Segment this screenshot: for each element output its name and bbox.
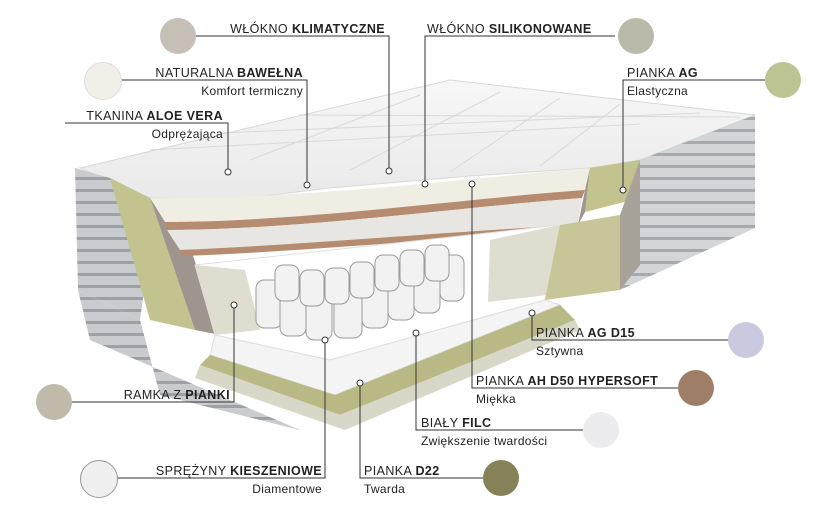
swatch-felt (583, 412, 619, 448)
pocket-springs (255, 244, 465, 341)
frame-foam-left (195, 265, 260, 335)
swatch-fibre-silicone (618, 18, 654, 54)
swatch-springs (80, 460, 118, 498)
mattress-right-side (620, 115, 755, 290)
label-foam-ag-sub: Elastyczna (627, 84, 689, 98)
swatch-fibre-climate (160, 18, 196, 54)
swatch-cotton (84, 62, 122, 100)
label-foam-ag-d15: PIANKA AG D15 (536, 326, 635, 340)
label-foam-d22: PIANKA D22 (364, 464, 440, 478)
label-foam-d22-sub: Twarda (364, 482, 406, 496)
mattress-left-side (75, 168, 150, 320)
swatch-foam-ag (765, 62, 801, 98)
swatch-frame (36, 384, 72, 420)
label-foam-ag-d15-sub: Sztywna (536, 344, 584, 358)
label-cotton-sub: Komfort termiczny (201, 84, 303, 98)
label-cotton: NATURALNA BAWEŁNA (155, 66, 303, 80)
upper-white-layer (150, 168, 590, 222)
label-felt: BIAŁY FILC (421, 416, 492, 430)
label-foam-ag: PIANKA AG (627, 66, 698, 80)
base-foam (200, 305, 575, 415)
label-aloe: TKANINA ALOE VERA (86, 109, 223, 123)
quilting-lines (149, 91, 741, 173)
label-frame: RAMKA Z PIANKI (123, 388, 230, 402)
label-felt-sub: Zwiększenie twardości (421, 434, 548, 448)
label-fibre-silicone: WŁÓKNO SILIKONOWANE (427, 22, 592, 36)
swatch-foam-ah-d50 (678, 370, 714, 406)
label-foam-ah-d50: PIANKA AH D50 HYPERSOFT (476, 374, 659, 388)
label-aloe-sub: Odprężająca (151, 127, 223, 141)
label-fibre-climate: WŁÓKNO KLIMATYCZNE (230, 22, 385, 36)
frame-foam-right (488, 225, 560, 302)
leader-lines (65, 35, 765, 479)
left-side-foam (110, 178, 195, 330)
anchor-dots (224, 167, 627, 387)
label-foam-ah-d50-sub: Miękka (476, 392, 516, 406)
upper-brown-layer (165, 190, 585, 230)
label-springs-sub: Diamentowe (252, 482, 322, 496)
swatch-foam-ag-d15 (728, 322, 764, 358)
label-springs: SPRĘŻYNY KIESZENIOWE (155, 464, 322, 478)
swatch-foam-d22 (483, 460, 519, 496)
